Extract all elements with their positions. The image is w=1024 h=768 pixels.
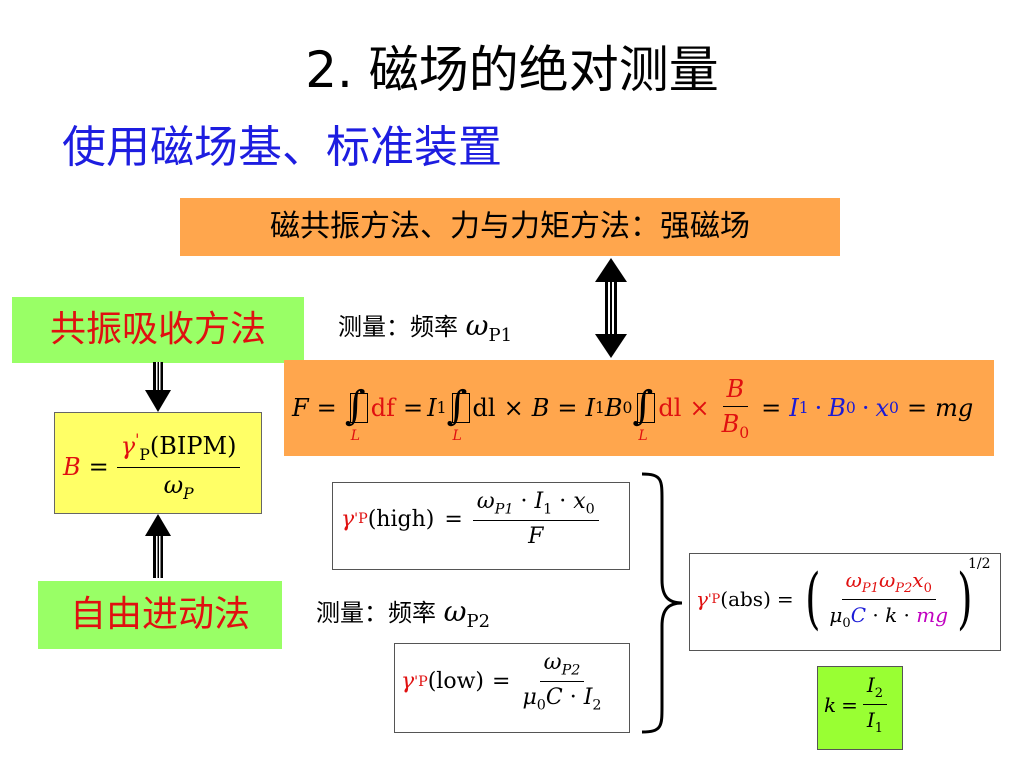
gamma-high-formula-box: γ'P(high) = ωP1 · I1 · x0 F: [332, 482, 630, 570]
bipm-formula-box: B = γ'P(BIPM) ωP: [54, 412, 262, 514]
strong-field-box: 磁共振方法、力与力矩方法：强磁场: [180, 198, 840, 256]
down-arrow-icon: [145, 362, 171, 412]
abs-exponent: 1/2: [968, 556, 991, 572]
integral-icon: ∫L: [447, 383, 471, 444]
strong-field-label: 磁共振方法、力与力矩方法：强磁场: [270, 209, 750, 244]
resonance-method-label: 共振吸收方法: [49, 309, 266, 350]
k-formula-box: k = I2 I1: [817, 666, 903, 750]
integral-icon: ∫L: [632, 383, 656, 444]
gamma-high-fraction: ωP1 · I1 · x0 F: [472, 489, 599, 549]
k-fraction: I2 I1: [862, 673, 888, 736]
b-ratio-fraction: B B0: [721, 374, 750, 442]
slide-title: 2. 磁场的绝对测量: [305, 41, 719, 99]
free-precession-method-box: 自由进动法: [38, 581, 282, 649]
free-precession-label: 自由进动法: [69, 594, 250, 635]
measure-frequency-p1: 测量：频率 ωP1: [338, 309, 513, 346]
bipm-fraction: γ'P(BIPM) ωP: [116, 431, 241, 503]
gamma-low-formula-box: γ'P(low) = ωP2 μ0C · I2: [394, 643, 630, 733]
gamma-abs-formula-box: γ'P(abs) = ( ωP1ωP2x0 μ0C · k · mg ) 1/2: [689, 553, 1001, 651]
slide-subtitle: 使用磁场基、标准装置: [62, 122, 502, 173]
double-arrow-icon: [595, 258, 627, 358]
measure-frequency-p2: 测量：频率 ωP2: [316, 595, 491, 632]
integral-icon: ∫L: [345, 383, 369, 444]
gamma-low-fraction: ωP2 μ0C · I2: [522, 650, 602, 714]
gamma-abs-fraction: ωP1ωP2x0 μ0C · k · mg: [829, 567, 949, 631]
right-brace-icon: [641, 472, 683, 734]
resonance-method-box: 共振吸收方法: [12, 297, 304, 363]
up-arrow-icon: [145, 514, 171, 578]
